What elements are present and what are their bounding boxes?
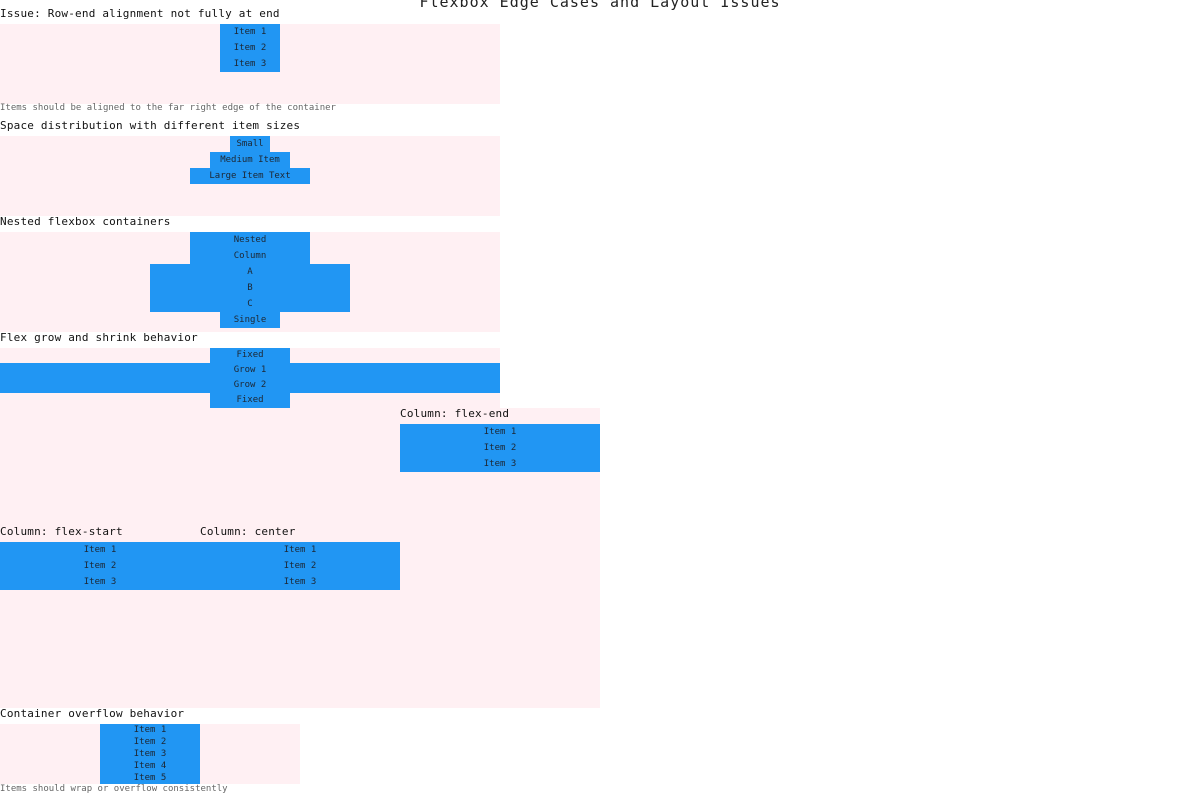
column-flex-start-item-1: Item 1 (0, 542, 200, 558)
column-center-item-3: Item 3 (200, 574, 400, 590)
space-distribution-container: Small Medium Item Large Item Text (0, 136, 500, 216)
column-flex-start-item-2: Item 2 (0, 558, 200, 574)
nested-container: Nested Column A B C Single (0, 232, 500, 332)
grow-shrink-container: Fixed Grow 1 Grow 2 Fixed (0, 348, 500, 408)
page-title: Flexbox Edge Cases and Layout Issues (419, 0, 781, 11)
row-end-item-1: Item 1 (220, 24, 280, 40)
section-heading-space-distribution: Space distribution with different item s… (0, 119, 301, 132)
section-heading-column-center: Column: center (200, 525, 296, 538)
column-center-item-2: Item 2 (200, 558, 400, 574)
grow-item-grow-2: Grow 2 (0, 378, 500, 393)
nested-item-column: Column (190, 248, 310, 264)
row-end-item-3: Item 3 (220, 56, 280, 72)
overflow-item-1: Item 1 (100, 724, 200, 736)
section-heading-overflow: Container overflow behavior (0, 707, 185, 720)
section-heading-grow-shrink: Flex grow and shrink behavior (0, 331, 198, 344)
nested-inner-item-c: C (150, 296, 350, 312)
nested-inner-item-a: A (150, 264, 350, 280)
row-end-container: Item 1 Item 2 Item 3 (0, 24, 500, 104)
column-flex-end-item-2: Item 2 (400, 440, 600, 456)
overflow-container: Item 1 Item 2 Item 3 Item 4 Item 5 (0, 724, 300, 784)
overflow-item-2: Item 2 (100, 736, 200, 748)
grow-item-fixed-2: Fixed (210, 393, 290, 408)
space-item-medium: Medium Item (210, 152, 290, 168)
space-item-large: Large Item Text (190, 168, 310, 184)
space-item-small: Small (230, 136, 270, 152)
section-heading-column-flex-end: Column: flex-end (400, 407, 510, 420)
nested-inner-item-b: B (150, 280, 350, 296)
nested-item-single: Single (220, 312, 280, 328)
grow-item-grow-1: Grow 1 (0, 363, 500, 378)
overflow-item-5: Item 5 (100, 772, 200, 784)
nested-item-nested: Nested (190, 232, 310, 248)
grow-item-fixed-1: Fixed (210, 348, 290, 363)
overflow-item-4: Item 4 (100, 760, 200, 772)
section-heading-row-end: Issue: Row-end alignment not fully at en… (0, 7, 280, 20)
column-flex-end-item-3: Item 3 (400, 456, 600, 472)
column-flex-start-item-3: Item 3 (0, 574, 200, 590)
section-heading-nested: Nested flexbox containers (0, 215, 171, 228)
overflow-note: Items should wrap or overflow consistent… (0, 784, 228, 794)
column-center-item-1: Item 1 (200, 542, 400, 558)
row-end-item-2: Item 2 (220, 40, 280, 56)
overflow-item-3: Item 3 (100, 748, 200, 760)
column-flex-end-item-1: Item 1 (400, 424, 600, 440)
row-end-note: Items should be aligned to the far right… (0, 103, 336, 113)
section-heading-column-flex-start: Column: flex-start (0, 525, 123, 538)
